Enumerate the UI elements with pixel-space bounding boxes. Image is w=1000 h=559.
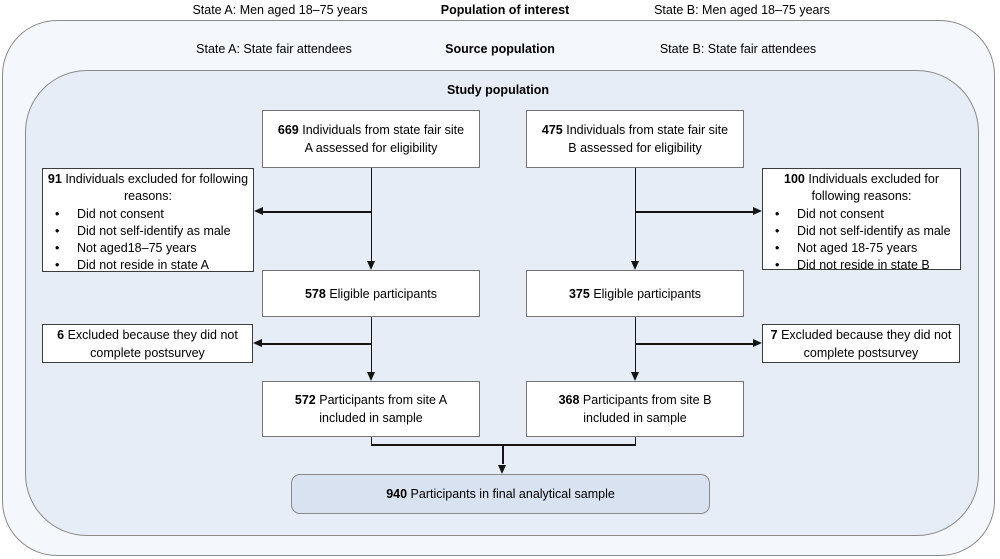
list-item: •Did not consent: [55, 207, 164, 221]
included-site-b-box: 368 Participants from site B included in…: [526, 381, 744, 437]
excluded-site-a-heading: 91 Individuals excluded for following re…: [47, 172, 249, 203]
source-population-state-b-label: State B: State fair attendees: [659, 42, 817, 56]
connector-to-postsurvey-b: [635, 343, 753, 345]
connector-assessed-a-to-eligible-a: [370, 167, 372, 261]
arrowhead-left-excluded-a: [254, 207, 263, 215]
connector-to-postsurvey-a: [262, 343, 371, 345]
postsurvey-excluded-b-text: 7 Excluded because they did not complete…: [770, 327, 952, 360]
postsurvey-excluded-a-text: 6 Excluded because they did not complete…: [57, 327, 238, 360]
study-population-title: Study population: [446, 83, 550, 97]
bullet-icon: •: [55, 224, 60, 238]
assessed-site-a-box: 669 Individuals from state fair site A a…: [262, 110, 480, 168]
postsurvey-excluded-b-box: 7 Excluded because they did not complete…: [762, 324, 960, 363]
final-sample-box: 940 Participants in final analytical sam…: [291, 474, 710, 514]
arrowhead-left-postsurvey-a: [253, 339, 262, 347]
connector-eligible-b-to-included-b: [634, 317, 636, 372]
assessed-site-b-box: 475 Individuals from state fair site B a…: [526, 110, 744, 168]
excluded-site-a-box: 91 Individuals excluded for following re…: [42, 168, 254, 272]
connector-to-excluded-b: [635, 211, 753, 213]
source-population-state-a-label: State A: State fair attendees: [196, 42, 352, 56]
connector-eligible-a-to-included-a: [370, 317, 372, 372]
list-item: •Not aged18–75 years: [55, 241, 197, 255]
list-item: •Did not consent: [775, 207, 884, 221]
population-of-interest-state-a-label: State A: Men aged 18–75 years: [192, 3, 368, 17]
arrowhead-down-eligible-a: [366, 261, 375, 270]
included-site-b-text: 368 Participants from site B included in…: [558, 393, 712, 425]
list-item: •Did not self-identify as male: [775, 224, 951, 238]
excluded-site-b-heading: 100 Individuals excluded for following r…: [784, 172, 939, 203]
bullet-icon: •: [55, 258, 60, 272]
assessed-site-a-text: 669 Individuals from state fair site A a…: [277, 123, 465, 155]
bullet-icon: •: [775, 207, 780, 221]
bullet-icon: •: [55, 241, 60, 255]
excluded-site-b-reason-list: •Did not consent •Did not self-identify …: [763, 206, 960, 274]
list-item: •Did not reside in state B: [775, 258, 930, 272]
final-sample-text: 940 Participants in final analytical sam…: [386, 487, 615, 501]
population-of-interest-state-b-label: State B: Men aged 18–75 years: [654, 3, 830, 17]
postsurvey-excluded-a-box: 6 Excluded because they did not complete…: [42, 324, 253, 363]
arrowhead-down-included-b: [630, 372, 639, 381]
connector-assessed-b-to-eligible-b: [634, 167, 636, 261]
included-site-a-box: 572 Participants from site A included in…: [262, 381, 480, 437]
connector-merge-to-final: [502, 444, 504, 464]
bullet-icon: •: [775, 258, 780, 272]
bullet-icon: •: [775, 241, 780, 255]
excluded-site-a-reason-list: •Did not consent •Did not self-identify …: [43, 206, 253, 274]
arrowhead-down-included-a: [366, 372, 375, 381]
list-item: •Did not reside in state A: [55, 258, 210, 272]
excluded-site-b-box: 100 Individuals excluded for following r…: [762, 168, 961, 272]
eligible-site-b-box: 375 Eligible participants: [526, 270, 744, 317]
assessed-site-b-text: 475 Individuals from state fair site B a…: [541, 123, 729, 155]
merge-stub-b: [634, 437, 636, 445]
arrowhead-down-final: [498, 465, 507, 474]
merge-stub-a: [370, 437, 372, 445]
list-item: •Did not self-identify as male: [55, 224, 231, 238]
list-item: •Not aged 18-75 years: [775, 241, 918, 255]
population-of-interest-title: Population of interest: [440, 3, 570, 17]
eligible-site-a-text: 578 Eligible participants: [304, 286, 438, 301]
arrowhead-down-eligible-b: [630, 261, 639, 270]
arrowhead-right-postsurvey-b: [753, 339, 762, 347]
connector-to-excluded-a: [263, 211, 371, 213]
included-site-a-text: 572 Participants from site A included in…: [294, 393, 448, 425]
bullet-icon: •: [775, 224, 780, 238]
eligible-site-a-box: 578 Eligible participants: [262, 270, 480, 317]
arrowhead-right-excluded-b: [753, 207, 762, 215]
eligible-site-b-text: 375 Eligible participants: [568, 286, 702, 301]
source-population-title: Source population: [445, 42, 555, 56]
bullet-icon: •: [55, 207, 60, 221]
